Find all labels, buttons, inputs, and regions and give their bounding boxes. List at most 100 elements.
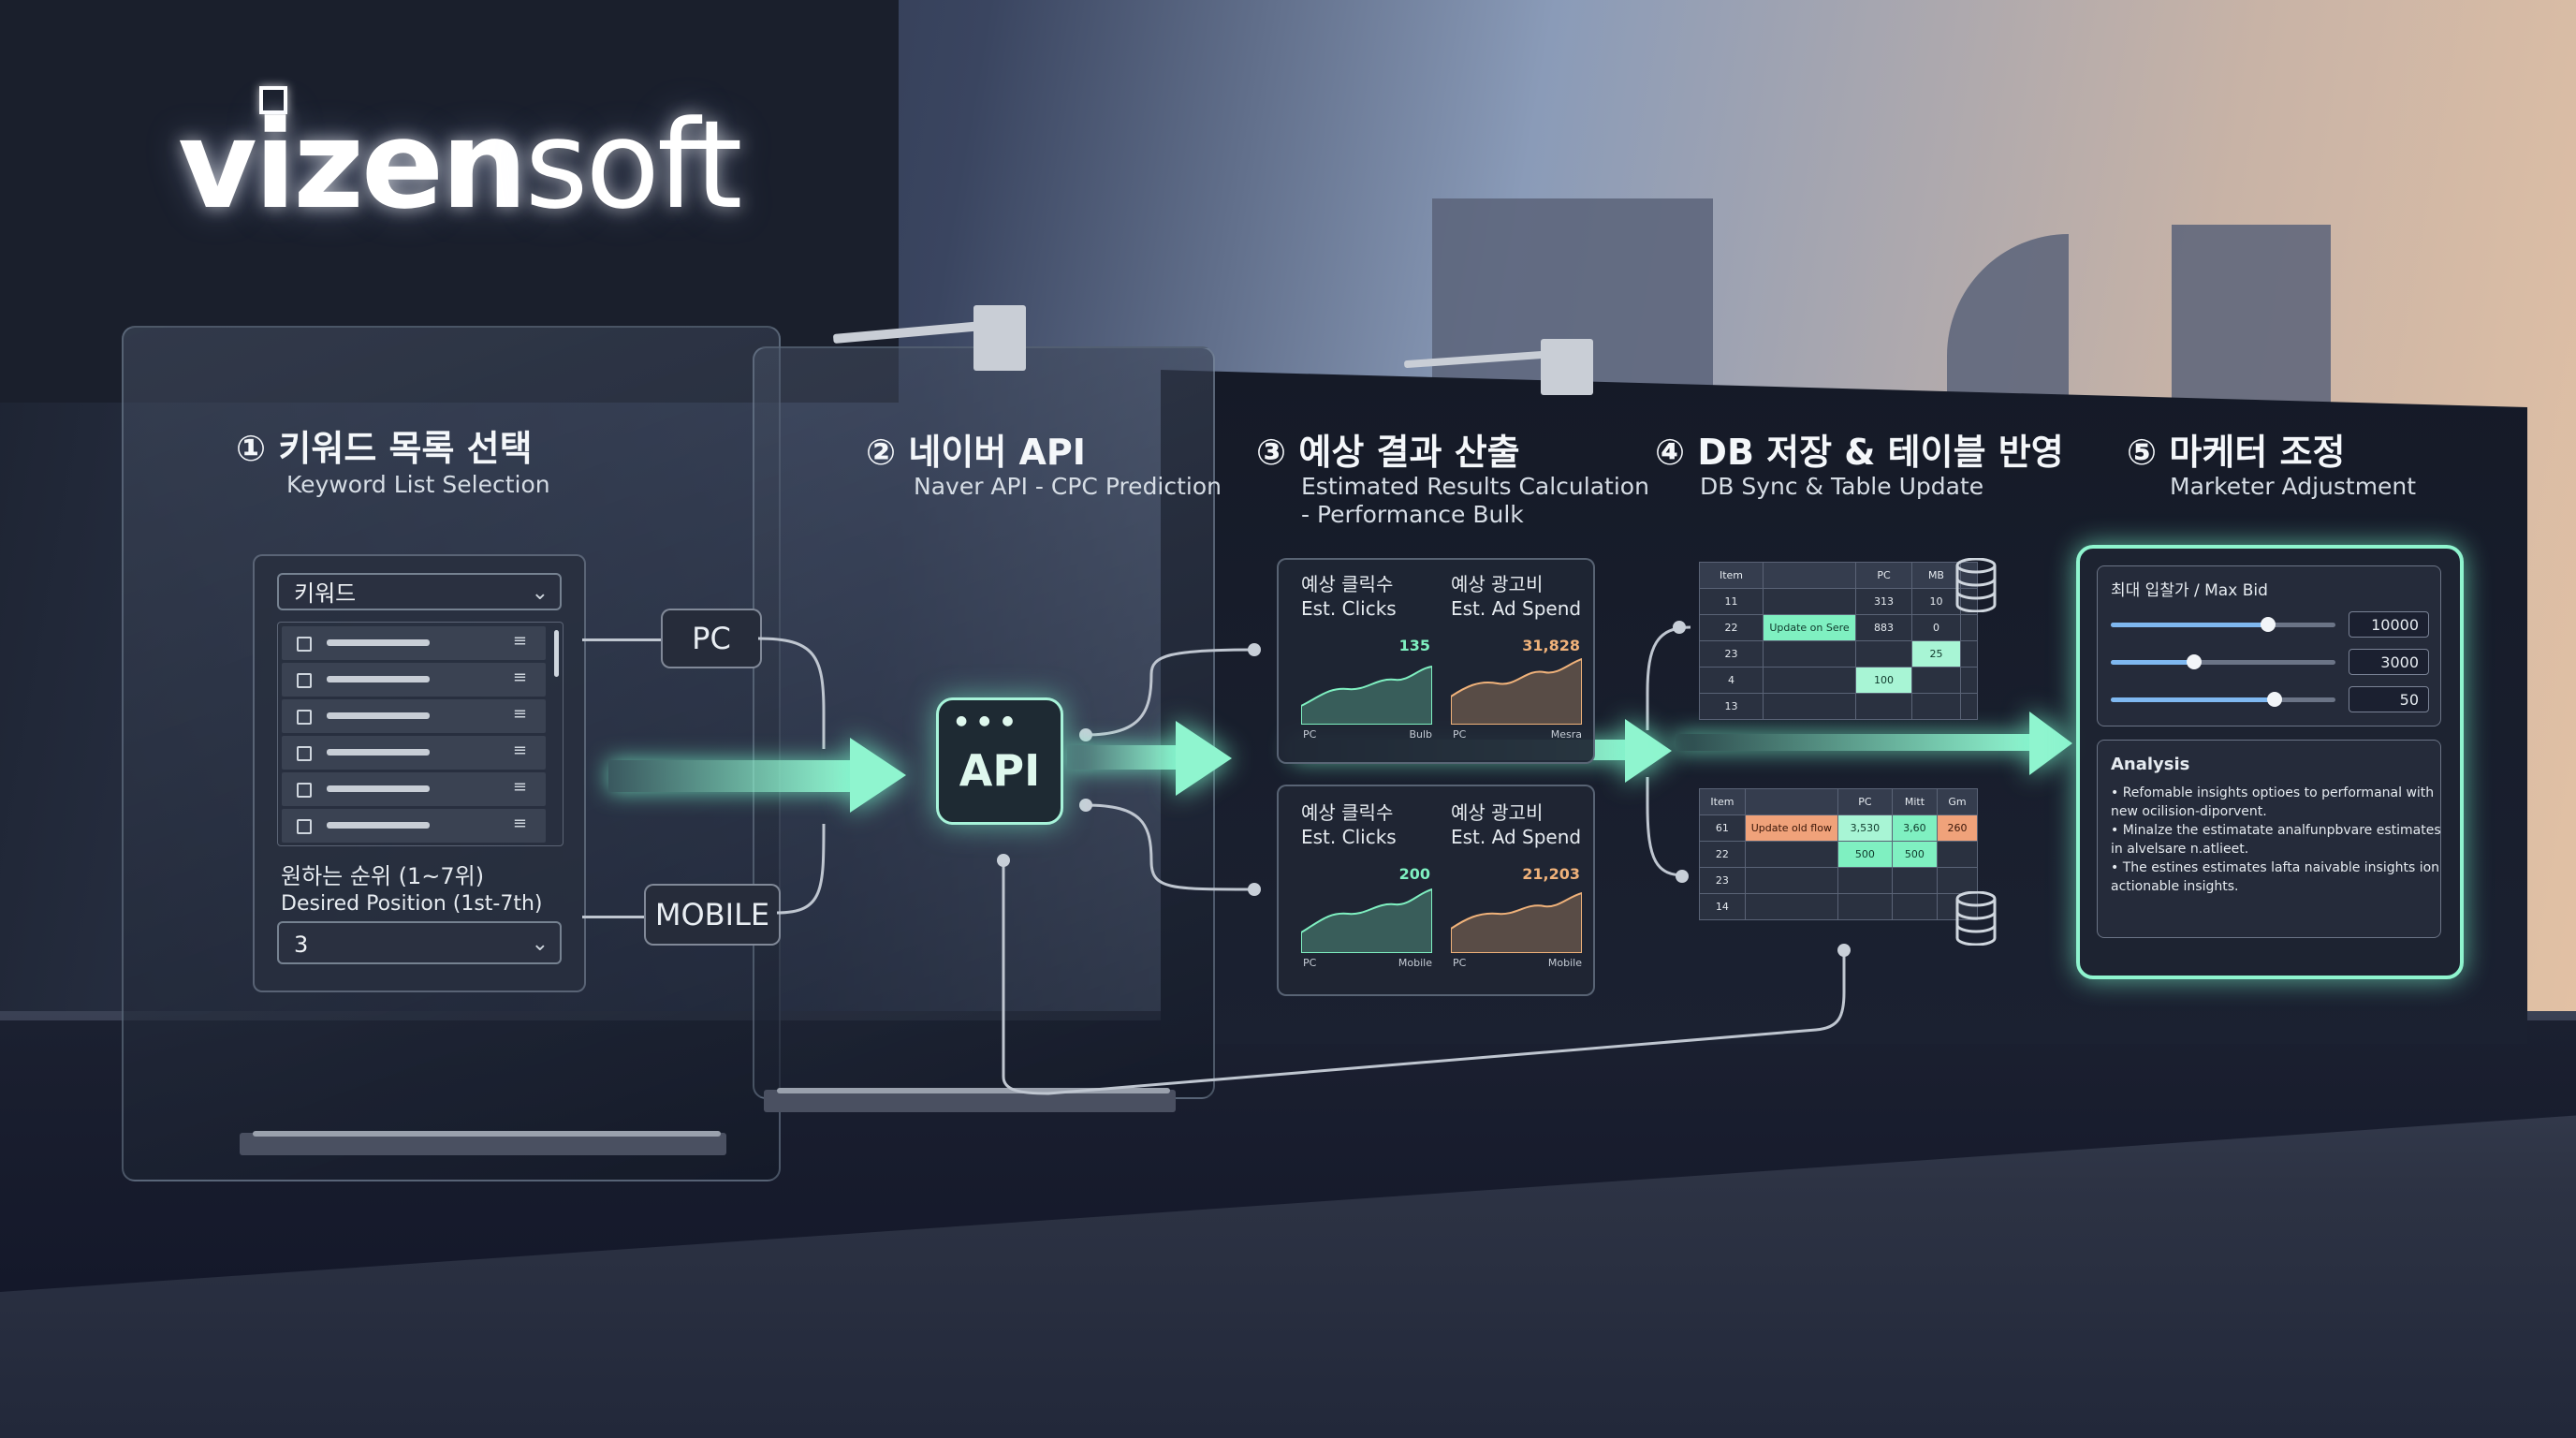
checkbox[interactable] [297,673,312,688]
checkbox[interactable] [297,819,312,834]
bid-slider[interactable] [2111,660,2335,665]
table-row: 23 [1699,867,1979,894]
max-bid-label: 최대 입찰가 / Max Bid [2111,581,2268,600]
flow-arrow [608,760,852,792]
table-cell [1910,667,1961,694]
table-cell [1855,640,1912,668]
keyword-list-item[interactable]: ≡ [282,699,546,733]
keyword-list-item[interactable]: ≡ [282,663,546,697]
drag-handle-icon[interactable]: ≡ [512,814,527,833]
step-4-subtitle: DB Sync & Table Update [1700,473,1984,500]
analysis-item: new ocilision-diporvent. [2111,804,2267,819]
chart-axis-label: Mesra [1550,728,1582,741]
drag-handle-icon[interactable]: ≡ [512,704,527,724]
estimate-card-bottom [1277,785,1595,996]
slider-knob[interactable] [2186,654,2202,669]
step-2-title: ② 네이버 API [866,432,1086,473]
table-cell: 313 [1855,588,1912,615]
flow-arrow-head [2029,712,2072,775]
chart-axis-label: Mobile [1398,957,1432,969]
estimate-card-top [1277,558,1595,764]
step-2-subtitle: Naver API - CPC Prediction [914,473,1222,500]
step-3-subtitle: Estimated Results Calculation [1301,473,1649,500]
table-cell [1763,667,1857,694]
keyword-list-item[interactable]: ≡ [282,736,546,770]
analysis-title: Analysis [2111,755,2190,774]
drag-handle-icon[interactable]: ≡ [512,631,527,651]
chart-title: 예상 클릭수 [1301,573,1394,595]
table-cell: 883 [1855,614,1912,641]
chart-subtitle: Est. Ad Spend [1451,597,1582,620]
bid-value-input[interactable]: 50 [2349,686,2429,712]
connector-node [997,854,1010,867]
table-row: 13 [1698,693,1979,720]
drag-handle-icon[interactable]: ≡ [512,777,527,797]
drag-handle-icon[interactable]: ≡ [512,741,527,760]
table-row: 14 [1699,893,1979,920]
slider-knob[interactable] [2267,692,2283,707]
position-dropdown[interactable]: 3⌄ [277,921,562,964]
marketer-adjustment-panel: 최대 입찰가 / Max Bid 10000 3000 50 Analysis • … [2076,545,2464,979]
max-bid-card: 최대 입찰가 / Max Bid 10000 3000 50 [2097,565,2441,726]
mobile-device-tag: MOBILE [644,884,781,946]
table-cell [1891,867,1938,894]
table-cell: 14 [1699,893,1746,920]
chart-value: 21,203 [1522,865,1580,883]
table-header-cell [1763,562,1857,589]
keyword-dropdown[interactable]: 키워드⌄ [277,573,562,610]
checkbox[interactable] [297,783,312,798]
table-cell: 500 [1837,841,1893,868]
connector-line [582,916,644,918]
bid-value-input[interactable]: 3000 [2349,649,2429,675]
chart-area [1451,657,1582,725]
table-cell [1763,588,1857,615]
keyword-list-item[interactable]: ≡ [282,809,546,843]
api-icon: ● ● ● API [936,697,1063,825]
panel-stand-top [253,1131,721,1137]
step-3-title: ③ 예상 결과 산출 [1256,432,1520,473]
checkbox[interactable] [297,637,312,652]
keyword-list-item[interactable]: ≡ [282,626,546,660]
connector-node [1673,621,1686,634]
connector-node [1676,870,1689,883]
table-cell [1959,640,1979,668]
chart-area [1301,888,1432,953]
checkbox[interactable] [297,746,312,761]
table-header-cell: PC [1855,562,1912,589]
flow-arrow [1067,745,1179,770]
connector-node [1248,883,1261,896]
table-cell [1891,893,1938,920]
keyword-list: ≡ ≡ ≡ ≡ ≡ ≡ [277,622,564,846]
checkbox[interactable] [297,710,312,725]
chart-series [1451,657,1582,725]
slider-fill [2111,623,2268,627]
panel-stand [240,1133,726,1155]
keyword-panel: 키워드⌄ ≡ ≡ ≡ ≡ ≡ ≡ 원하는 순위 (1~7위) Desired P… [253,554,586,992]
chart-area [1451,891,1582,953]
analysis-item: • The estines estimates lafta naivable i… [2111,860,2440,875]
scrollbar[interactable] [554,630,559,677]
slider-knob[interactable] [2261,617,2276,632]
logo-mark [259,86,287,114]
table-cell: 4 [1698,667,1764,694]
bid-value-input[interactable]: 10000 [2349,611,2429,638]
table-cell: 500 [1891,841,1938,868]
table-cell: Update old flow [1744,814,1838,842]
connector-node [1248,643,1261,656]
chart-title: 예상 광고비 [1451,801,1544,824]
table-cell: 11 [1698,588,1764,615]
drag-handle-icon[interactable]: ≡ [512,668,527,687]
table-header-cell [1744,788,1838,815]
chart-value: 200 [1398,865,1430,883]
chart-title: 예상 클릭수 [1301,801,1394,824]
keyword-list-item[interactable]: ≡ [282,772,546,806]
mount-bracket [973,305,1026,371]
table-header-cell: Gm [1936,788,1979,815]
table-cell [1763,693,1857,720]
